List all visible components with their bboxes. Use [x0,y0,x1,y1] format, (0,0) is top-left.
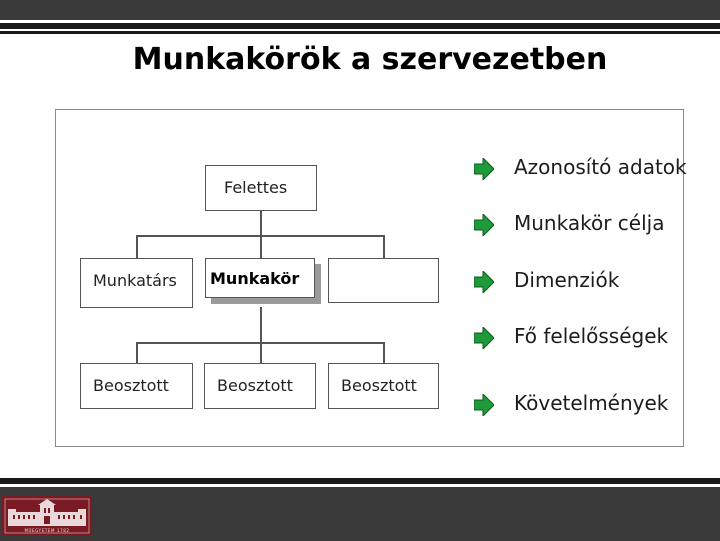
green-arrow-icon [474,394,494,416]
subordinate-label: Beosztott [93,376,169,395]
footer-divider [0,484,720,487]
green-arrow-icon [474,271,494,293]
subordinate-box: Beosztott [204,363,316,409]
superior-box: Felettes [205,165,317,211]
bullet-item: Dimenziók [474,268,694,298]
empty-box [328,258,439,303]
connector-line [136,342,138,364]
green-arrow-icon [474,327,494,349]
slide-title: Munkakörök a szervezetben [132,42,608,77]
subordinate-label: Beosztott [217,376,293,395]
connector-line [136,235,384,237]
connector-line [383,342,385,364]
connector-line [260,307,262,363]
green-arrow-icon [474,158,494,180]
connector-line [383,235,385,259]
bullet-label: Azonosító adatok [514,155,687,179]
university-logo: MŰEGYETEM 1782 [2,496,92,536]
diagram-panel: Felettes Munkatárs Munkakör Beosztott Be… [55,109,684,447]
svg-text:MŰEGYETEM 1782: MŰEGYETEM 1782 [24,528,69,533]
header-divider [0,23,720,29]
bullet-item: Fő felelősségek [474,324,694,354]
subordinate-box: Beosztott [328,363,439,409]
bullet-label: Fő felelősségek [514,324,669,348]
bullet-item: Munkakör célja [474,211,694,241]
job-label: Munkakör [210,269,300,288]
green-arrow-icon [474,214,494,236]
footer-bar [0,487,720,541]
bullet-item: Követelmények [474,391,694,421]
footer-divider [0,478,720,484]
connector-line [136,342,384,344]
superior-label: Felettes [224,178,288,197]
job-box: Munkakör [205,258,315,298]
header-bar [0,0,720,20]
header-divider [0,20,720,23]
bullet-label: Munkakör célja [514,211,665,235]
colleague-box: Munkatárs [80,258,193,308]
connector-line [136,235,138,259]
bullet-label: Követelmények [514,391,669,415]
bullet-item: Azonosító adatok [474,155,694,185]
header-divider [0,31,720,34]
subordinate-label: Beosztott [341,376,417,395]
colleague-label: Munkatárs [93,271,177,290]
bullet-label: Dimenziók [514,268,620,292]
subordinate-box: Beosztott [80,363,193,409]
